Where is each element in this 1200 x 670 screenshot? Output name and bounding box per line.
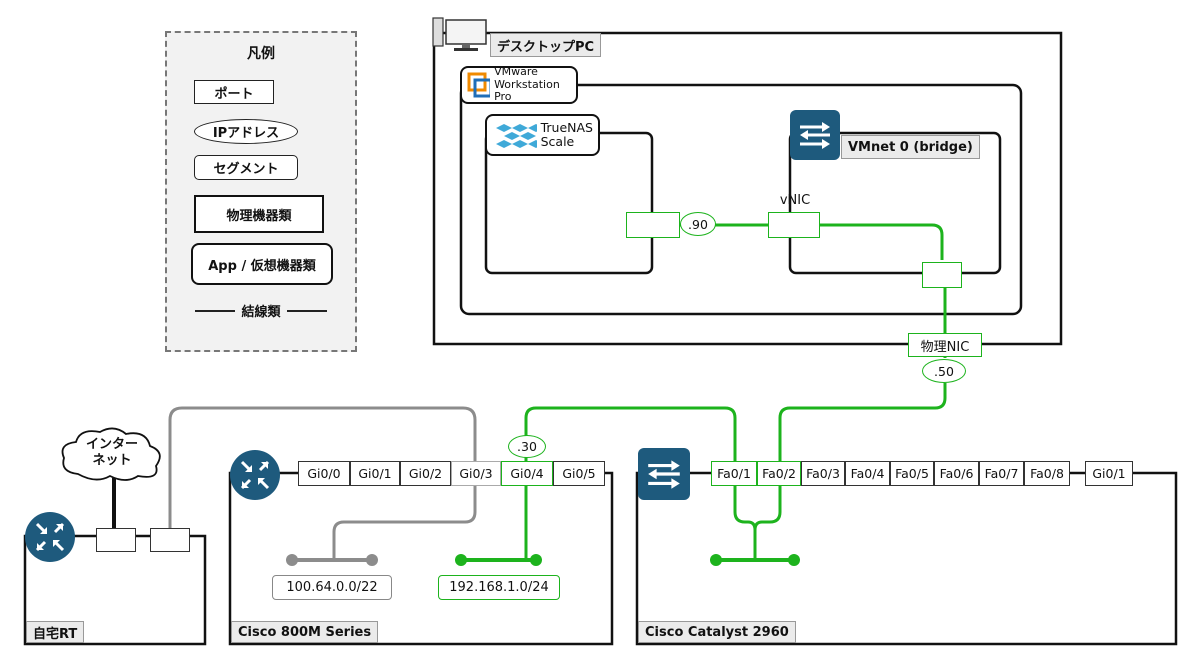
vnic-vmnet-link [820, 223, 944, 260]
internet-cloud-icon [61, 427, 161, 481]
cisco800-label: Cisco 800M Series [231, 621, 379, 643]
home-router-port-2[interactable] [150, 528, 190, 552]
catalyst-port-fa06[interactable]: Fa0/6 [934, 461, 979, 486]
cisco800-ip: .30 [508, 435, 546, 458]
green-seg-dot-1 [455, 554, 467, 566]
truenas-line2: Scale [540, 134, 575, 149]
vnic-port[interactable] [768, 212, 820, 238]
catalyst-port-fa05[interactable]: Fa0/5 [890, 461, 934, 486]
segment-lan: 192.168.1.0/24 [438, 575, 560, 600]
segment-wan: 100.64.0.0/22 [272, 575, 392, 600]
cisco800-router-icon [230, 450, 280, 500]
catalyst-port-fa04[interactable]: Fa0/4 [845, 461, 890, 486]
legend-ip-address: IPアドレス [194, 119, 298, 144]
vmnet-port[interactable] [922, 262, 962, 288]
vmware-line2: Workstation Pro [494, 77, 560, 104]
truenas-line1: TrueNAS [540, 119, 593, 135]
truenas-icon [496, 124, 537, 148]
internet-label: インター ネット [56, 430, 168, 476]
legend-line-right [286, 309, 327, 312]
cisco800-port-gi00[interactable]: Gi0/0 [298, 461, 350, 486]
green-seg-dot-4 [788, 554, 800, 566]
physical-nic-ip: .50 [922, 359, 966, 383]
legend-physical-device: 物理機器類 [194, 195, 324, 233]
green-seg-dot-2 [530, 554, 542, 566]
cisco800-port-gi05[interactable]: Gi0/5 [553, 461, 605, 486]
truenas-label: TrueNAS Scale [485, 114, 600, 156]
vmnet-label: VMnet 0 (bridge) [841, 135, 980, 159]
legend-line-left [195, 309, 236, 312]
catalyst-port-fa01[interactable]: Fa0/1 [711, 461, 757, 486]
cisco800-port-gi02[interactable]: Gi0/2 [400, 461, 451, 486]
vmware-line1: VMware [494, 65, 538, 79]
cisco800-port-gi03[interactable]: Gi0/3 [451, 461, 501, 486]
truenas-ip: .90 [680, 212, 716, 236]
vmware-frame [459, 83, 1023, 316]
truenas-port[interactable] [626, 212, 680, 238]
vmnet-frame [788, 131, 1002, 275]
fa01-down [733, 486, 757, 531]
gi03-seg-link [332, 486, 477, 560]
vmware-label: VMware Workstation Pro [460, 65, 578, 104]
green-seg-dot-3 [710, 554, 722, 566]
gi04-fa01-link [524, 406, 737, 462]
legend-box: 凡例 ポート IPアドレス セグメント 物理機器類 App / 仮想機器類 結線… [165, 31, 357, 352]
vnic-label: vNIC [779, 192, 811, 208]
vmnet-switch-icon [790, 110, 840, 160]
desktop-pc-icon [432, 17, 487, 51]
catalyst-label: Cisco Catalyst 2960 [638, 621, 796, 643]
wan-link [168, 406, 477, 530]
physical-nic-port[interactable]: 物理NIC [908, 333, 982, 357]
catalyst-port-fa03[interactable]: Fa0/3 [801, 461, 845, 486]
catalyst-port-fa07[interactable]: Fa0/7 [979, 461, 1024, 486]
fa02-down [753, 486, 782, 531]
cisco800-port-gi01[interactable]: Gi0/1 [350, 461, 400, 486]
gray-segment-dot-left [286, 554, 298, 566]
internet-line1: インター [85, 436, 138, 452]
legend-wiring-label: 結線類 [241, 305, 281, 320]
catalyst-switch-icon [638, 448, 690, 500]
home-router-icon [25, 512, 75, 562]
catalyst-port-gi01[interactable]: Gi0/1 [1085, 461, 1133, 486]
vmware-icon [467, 72, 491, 98]
vmware-text: VMware Workstation Pro [494, 65, 571, 104]
legend-wiring: 結線類 [167, 301, 355, 320]
legend-app-virtual: App / 仮想機器類 [191, 243, 333, 285]
internet-line2: ネット [92, 453, 132, 468]
legend-segment: セグメント [194, 155, 298, 180]
home-router-port-1[interactable] [96, 528, 136, 552]
legend-title: 凡例 [247, 46, 275, 62]
gray-segment-dot-right [366, 554, 378, 566]
catalyst-port-fa02[interactable]: Fa0/2 [757, 461, 801, 486]
truenas-text: TrueNAS Scale [540, 119, 593, 150]
legend-port: ポート [194, 80, 274, 104]
home-router-label: 自宅RT [26, 621, 85, 643]
desktop-pc-frame [432, 31, 1063, 346]
cisco800-port-gi04[interactable]: Gi0/4 [501, 461, 553, 486]
catalyst-port-fa08[interactable]: Fa0/8 [1024, 461, 1070, 486]
desktop-pc-label: デスクトップPC [490, 33, 602, 57]
fa02-nic-link [778, 383, 947, 462]
